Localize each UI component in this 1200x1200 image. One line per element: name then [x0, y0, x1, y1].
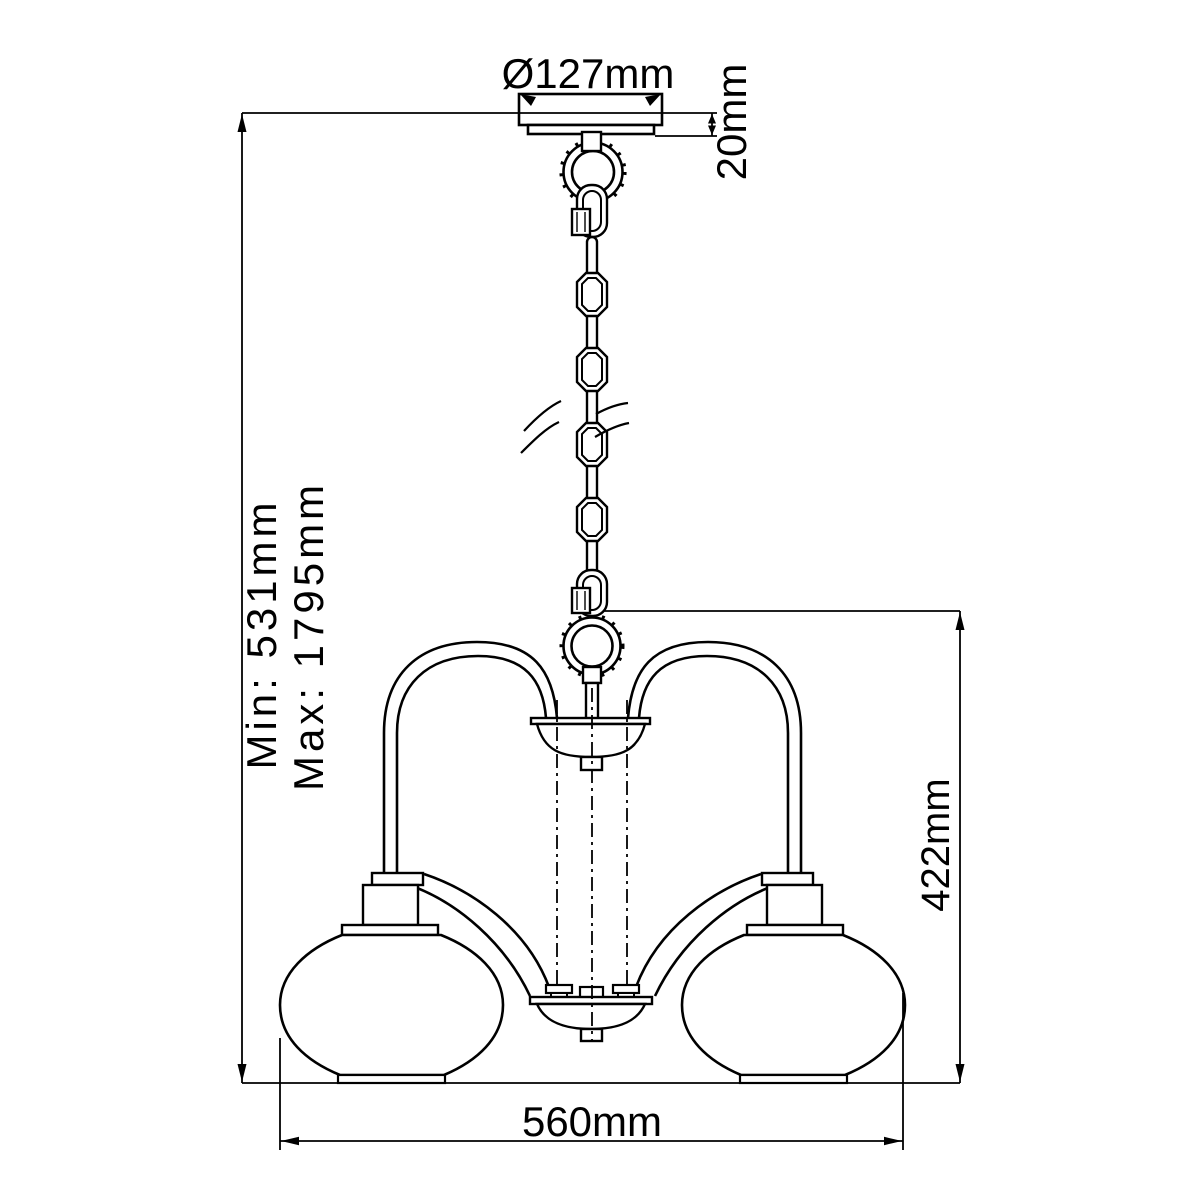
suspension-chain: [575, 235, 609, 579]
lower-quick-link: [570, 568, 609, 618]
socket-body: [361, 883, 420, 927]
quick-link-sleeve: [570, 586, 592, 615]
column-collar: [581, 665, 603, 685]
bottom-bowl: [535, 1002, 647, 1031]
label-canopy-diameter: Ø127mm: [502, 50, 675, 97]
arm-inner-line: [395, 654, 548, 874]
quick-link-sleeve: [570, 207, 592, 237]
upper-quick-link: [570, 183, 609, 239]
bottom-hub: [528, 983, 654, 1043]
center-lines: [556, 688, 628, 1042]
chain-link: [585, 460, 599, 504]
hub-tab-left: [544, 983, 574, 995]
chain-link: [575, 346, 609, 393]
label-suspension-max: Max: 1795mm: [285, 481, 332, 791]
arm-and-shade-right: [626, 640, 907, 1085]
chain-link: [575, 271, 609, 318]
label-body-width: 560mm: [522, 1098, 662, 1145]
shade-flange: [340, 923, 440, 937]
shade-rim: [336, 1073, 447, 1085]
label-suspension-min: Min: 531mm: [238, 498, 285, 769]
arm-and-shade-left: [278, 640, 559, 1085]
socket-cap: [370, 871, 425, 887]
dimension-lines: [241, 113, 961, 1150]
bobeche-bowl: [529, 716, 652, 772]
chain-link: [585, 235, 599, 279]
chain-link: [585, 385, 599, 429]
rail-inner-line: [411, 884, 532, 997]
label-body-height: 422mm: [914, 778, 958, 911]
rail-outer-line: [423, 872, 551, 988]
chain-link: [585, 310, 599, 354]
ceiling-canopy: [517, 92, 664, 136]
diameter-arrow-left: [520, 94, 536, 106]
globe-shade: [278, 933, 505, 1077]
label-canopy-height: 20mm: [708, 64, 755, 181]
chain-break-marks: [520, 400, 630, 454]
chain-link: [575, 421, 609, 468]
diameter-arrow-right: [645, 94, 661, 106]
dimension-arrows: [237, 114, 965, 1146]
arm-outer-line: [382, 640, 559, 874]
canopy-plate: [517, 92, 664, 127]
canopy-nipple: [580, 130, 603, 153]
chain-link: [575, 496, 609, 543]
hub-tab-right: [611, 983, 641, 995]
